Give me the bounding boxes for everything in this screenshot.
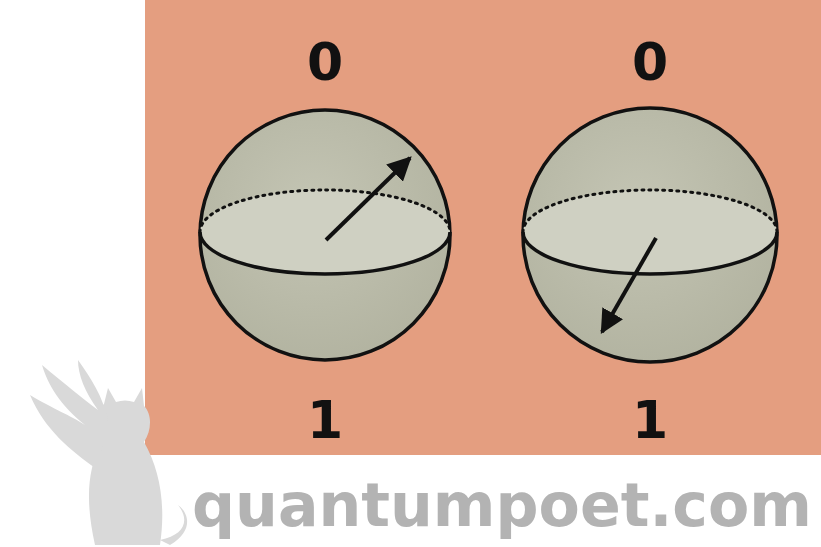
state-label: 1: [632, 394, 668, 446]
state-label: 0: [632, 36, 668, 88]
watermark: quantumpoet.com: [192, 475, 812, 535]
bloch-sphere: [200, 110, 450, 360]
bloch-sphere: [523, 108, 777, 362]
cat-logo: [30, 360, 187, 545]
state-label: 1: [307, 394, 343, 446]
background-panel: [145, 0, 821, 455]
state-label: 0: [307, 36, 343, 88]
